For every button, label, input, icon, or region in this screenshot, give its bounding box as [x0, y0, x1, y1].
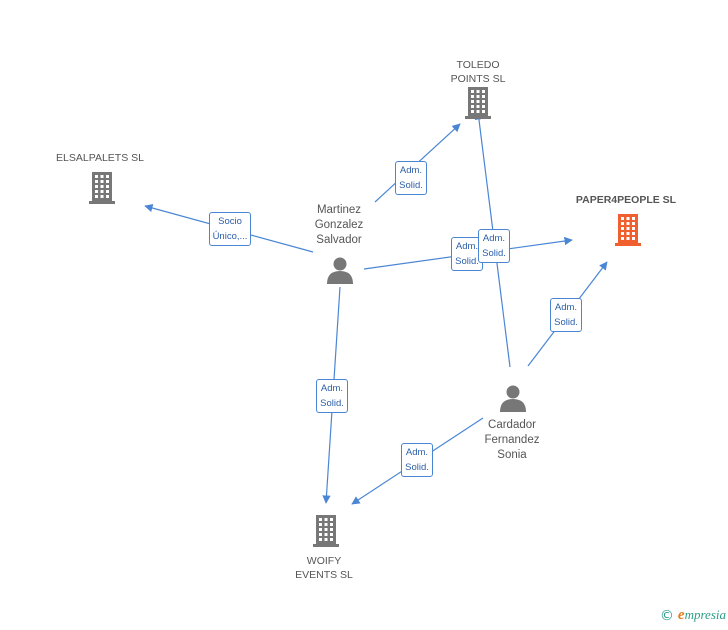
paper4people-building-icon[interactable] [615, 214, 641, 246]
cardador-person-icon[interactable] [500, 385, 526, 413]
toledo-building-icon[interactable] [465, 87, 491, 119]
edge-label-cardador-woify[interactable]: Adm.Solid. [401, 443, 433, 477]
elsalpalets-building-icon[interactable] [89, 172, 115, 204]
woify-building-icon[interactable] [313, 515, 339, 547]
martinez-person-icon[interactable] [327, 257, 353, 285]
edge-label-martinez-paper4people[interactable]: Adm.Solid. [451, 237, 483, 271]
edge-label-martinez-woify[interactable]: Adm.Solid. [316, 379, 348, 413]
edge-label-cardador-toledo[interactable]: Adm.Solid. [478, 229, 510, 263]
paper4people-label[interactable]: PAPER4PEOPLE SL [575, 194, 677, 206]
brand-logo[interactable]: empresia [677, 607, 726, 623]
edge-label-cardador-paper4people[interactable]: Adm.Solid. [550, 298, 582, 332]
edge-label-martinez-toledo[interactable]: Adm.Solid. [395, 161, 427, 195]
footer-brand: © empresia [660, 607, 726, 624]
elsalpalets-label[interactable]: ELSALPALETS SL [56, 152, 144, 164]
copyright-symbol: © [659, 607, 674, 624]
